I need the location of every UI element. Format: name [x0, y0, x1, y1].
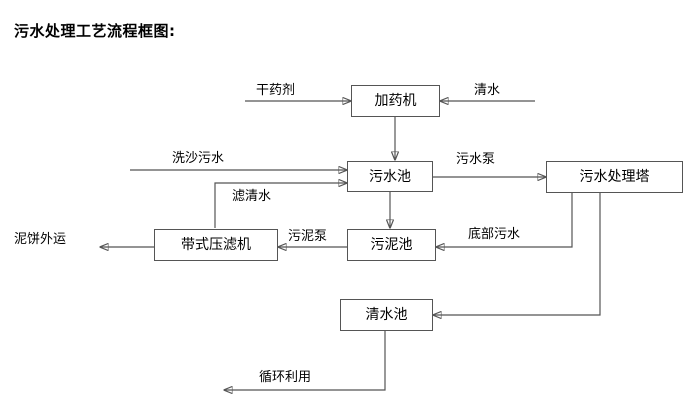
node-clean-water-pool-label: 清水池 [365, 307, 408, 323]
terminal-clean-water-input: 清水 [474, 83, 501, 98]
node-treatment-tower[interactable]: 污水处理塔 [546, 161, 683, 193]
edge-bottom-sewage-to-sludge-pool [436, 193, 573, 247]
node-clean-water-pool[interactable]: 清水池 [340, 299, 433, 331]
page-title: 污水处理工艺流程框图: [14, 22, 176, 40]
edge-filtered-water-to-sewage-pool [214, 183, 347, 228]
node-sludge-pool[interactable]: 污泥池 [347, 229, 436, 261]
edge-label-sludge-pump: 污泥泵 [288, 229, 328, 244]
node-belt-filter-press[interactable]: 带式压滤机 [154, 229, 278, 261]
node-dosing-machine-label: 加药机 [374, 93, 417, 109]
edge-clean-water-pool-to-recycle [224, 330, 386, 390]
node-dosing-machine[interactable]: 加药机 [351, 85, 440, 117]
terminal-recycle-use: 循环利用 [259, 370, 312, 385]
edge-tower-to-clean-water-pool [433, 193, 601, 315]
node-treatment-tower-label: 污水处理塔 [579, 169, 650, 185]
terminal-dry-agent: 干药剂 [256, 83, 296, 98]
node-belt-filter-press-label: 带式压滤机 [181, 237, 251, 253]
edge-label-filtered-water: 滤清水 [232, 189, 272, 204]
node-sewage-pool[interactable]: 污水池 [347, 161, 433, 192]
node-sewage-pool-label: 污水池 [369, 168, 411, 185]
edge-label-sewage-pump: 污水泵 [456, 152, 496, 167]
edge-label-bottom-sewage: 底部污水 [468, 227, 521, 242]
node-sludge-pool-label: 污泥池 [370, 237, 413, 253]
terminal-mud-cake-out: 泥饼外运 [14, 232, 67, 247]
terminal-sand-wash-sewage: 洗沙污水 [172, 151, 225, 166]
